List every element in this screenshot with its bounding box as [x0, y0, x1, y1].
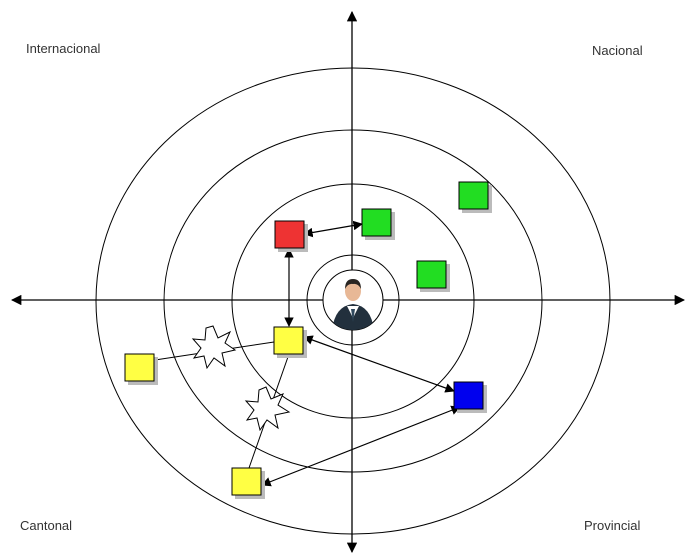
link-yellow-blue — [303, 335, 455, 393]
yellow-node — [124, 353, 158, 385]
blue-node — [453, 381, 487, 413]
label-nacional: Nacional — [592, 43, 643, 58]
explosion-icon — [244, 386, 291, 432]
green-node — [416, 260, 450, 292]
green-node — [361, 208, 395, 240]
yellow-node — [231, 467, 265, 499]
label-cantonal: Cantonal — [20, 518, 73, 533]
link-blue-yellow-bottom — [261, 405, 461, 487]
label-provincial: Provincial — [584, 518, 641, 533]
red-node — [274, 220, 308, 252]
yellow-node — [273, 326, 307, 358]
person-avatar-icon — [322, 269, 384, 331]
label-internacional: Internacional — [26, 41, 101, 56]
link-red-green — [303, 220, 363, 238]
explosion-icon — [191, 325, 237, 370]
green-node — [458, 181, 492, 213]
